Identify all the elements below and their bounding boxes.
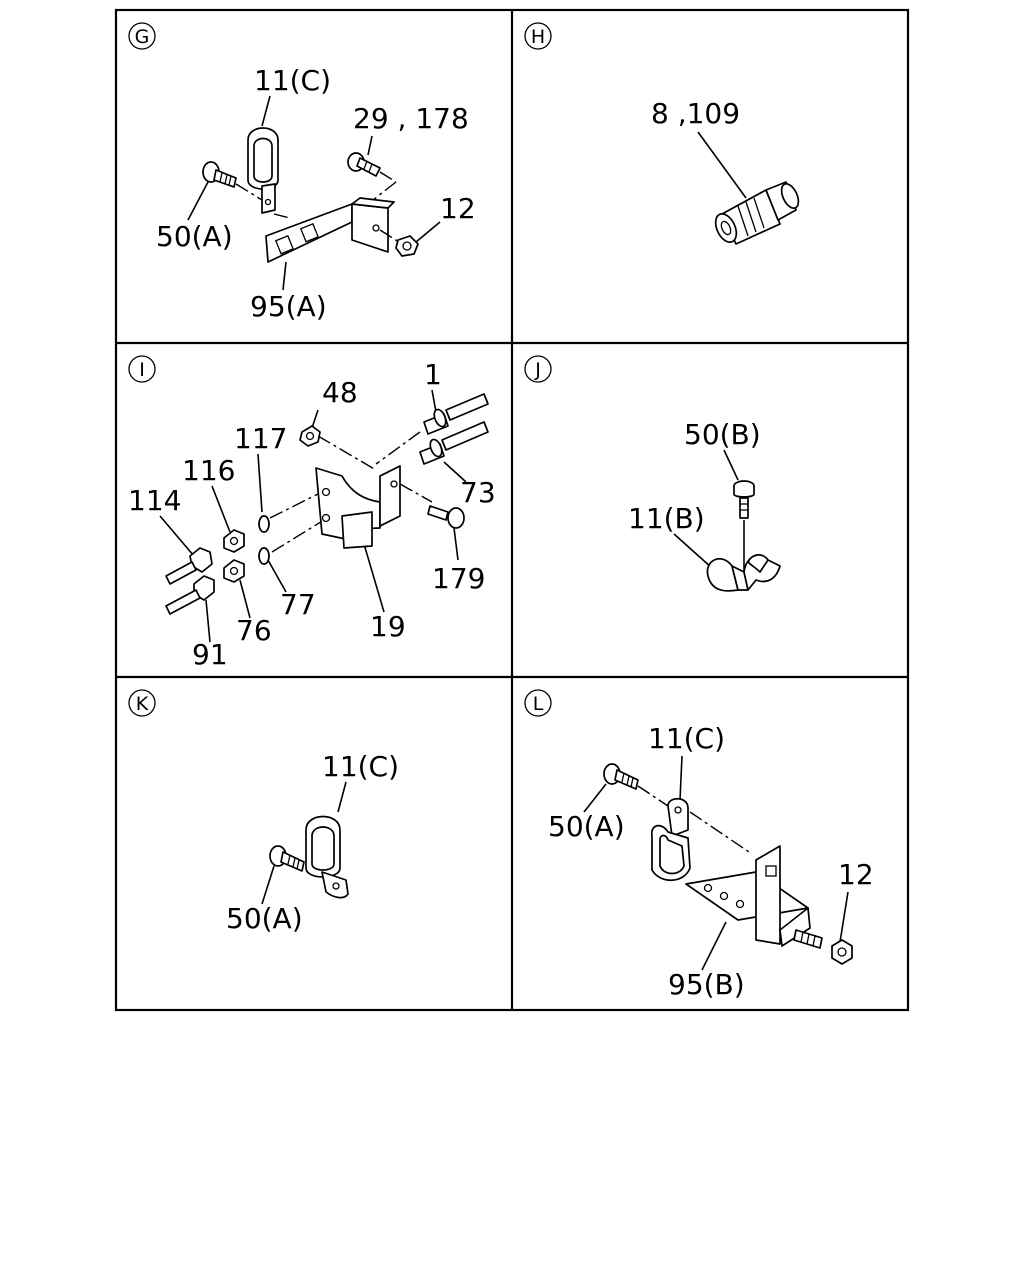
svg-text:I: I [139, 359, 145, 381]
panel-j-marker: J [524, 355, 552, 383]
callout-114: 114 [128, 484, 181, 517]
hose-end-91 [165, 575, 215, 615]
nut-12 [831, 939, 853, 965]
hose-end-114 [165, 547, 213, 585]
svg-text:G: G [135, 26, 150, 48]
callout-95b: 95(B) [668, 968, 745, 1001]
callout-117: 117 [234, 422, 287, 455]
callout-179: 179 [432, 562, 485, 595]
bracket-95a [265, 197, 395, 263]
callout-95a: 95(A) [250, 290, 327, 323]
callout-12: 12 [838, 858, 874, 891]
callout-50a: 50(A) [548, 810, 625, 843]
nut-48 [299, 425, 321, 447]
callout-12: 12 [440, 192, 476, 225]
callout-50a: 50(A) [156, 220, 233, 253]
svg-text:J: J [534, 359, 541, 381]
svg-text:L: L [533, 693, 544, 715]
callout-8-109: 8 ,109 [651, 97, 740, 130]
panel-h-marker: H [524, 22, 552, 50]
panel-i-marker: I [128, 355, 156, 383]
panel-k-marker: K [128, 689, 156, 717]
callout-50b: 50(B) [684, 418, 761, 451]
ring-117 [258, 515, 270, 533]
callout-19: 19 [370, 610, 406, 643]
clamp-11c [305, 815, 349, 899]
callout-116: 116 [182, 454, 235, 487]
bolt-50a [202, 161, 237, 188]
nut-116 [223, 529, 245, 553]
union-bolt-1 [423, 393, 489, 435]
svg-text:H: H [531, 26, 545, 48]
callout-11c: 11(C) [254, 64, 331, 97]
bracket-19 [315, 465, 401, 549]
clamp-11c [651, 797, 691, 882]
callout-91: 91 [192, 638, 228, 671]
callout-50a: 50(A) [226, 902, 303, 935]
panel-l: L 11(C) 50(A) 12 95(B) [524, 689, 874, 1001]
fitting-8-109 [714, 181, 800, 245]
panel-grid [114, 8, 910, 1012]
callout-11b: 11(B) [628, 502, 705, 535]
bolt-50a [603, 763, 639, 790]
panel-g: G 11(C) 29 , 178 50(A) 12 95(A) [128, 22, 476, 323]
callout-11c: 11(C) [322, 750, 399, 783]
callout-11c: 11(C) [648, 722, 725, 755]
nut-12 [395, 235, 419, 257]
callout-48: 48 [322, 376, 358, 409]
panel-l-marker: L [524, 689, 552, 717]
callout-29-178: 29 , 178 [353, 102, 469, 135]
bracket-95b [685, 845, 811, 947]
ring-77 [258, 547, 270, 565]
bolt-screw [793, 929, 823, 949]
svg-text:K: K [136, 693, 149, 715]
clip-11b [706, 554, 781, 592]
callout-76: 76 [236, 614, 272, 647]
nut-76 [223, 559, 245, 583]
clamp-11c [247, 127, 279, 214]
panel-k: K 11(C) 50(A) [128, 689, 399, 935]
bolt-50a [269, 845, 305, 872]
bolt-29-178 [347, 152, 381, 177]
panel-g-marker: G [128, 22, 156, 50]
bolt-179 [427, 505, 465, 529]
panel-h: H 8 ,109 [524, 22, 800, 245]
panel-i: I 48 1 117 116 114 73 179 77 76 19 91 [128, 355, 496, 671]
callout-77: 77 [280, 588, 316, 621]
panel-j: J 50(B) 11(B) [524, 355, 781, 592]
callout-1: 1 [424, 358, 442, 391]
bolt-50b [733, 480, 755, 519]
union-bolt-73 [419, 421, 489, 465]
